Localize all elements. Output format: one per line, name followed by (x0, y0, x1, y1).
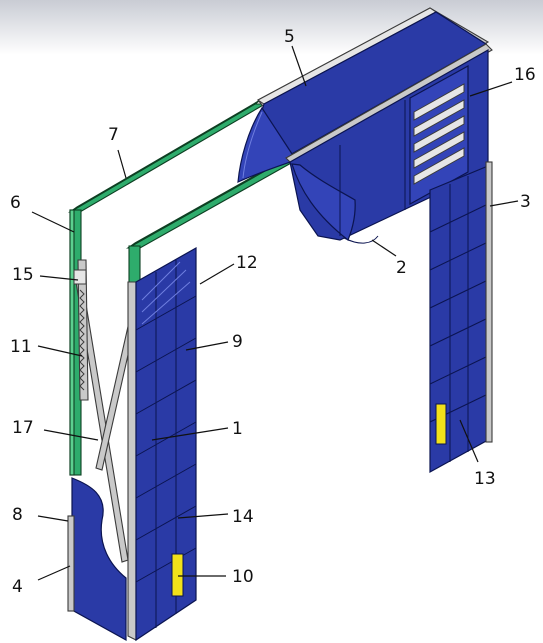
label-9: 9 (232, 332, 243, 352)
label-15: 15 (12, 265, 34, 285)
label-6: 6 (10, 193, 21, 213)
label-14: 14 (232, 507, 254, 527)
front-post (127, 246, 197, 642)
label-16: 16 (514, 65, 536, 85)
right-curtain (429, 161, 493, 474)
callout-labels: 5 16 3 2 7 6 12 15 11 9 17 1 8 14 10 4 1… (10, 27, 536, 597)
label-10: 10 (232, 567, 254, 587)
label-17: 17 (12, 418, 34, 438)
label-5: 5 (284, 27, 295, 47)
label-4: 4 (12, 577, 23, 597)
label-12: 12 (236, 253, 258, 273)
label-8: 8 (12, 505, 23, 525)
label-13: 13 (474, 469, 496, 489)
label-7: 7 (108, 125, 119, 145)
green-frame (67, 98, 303, 476)
label-3: 3 (520, 192, 531, 212)
label-2: 2 (396, 258, 407, 278)
label-1: 1 (232, 419, 243, 439)
leader-lines (31, 45, 519, 581)
left-curtain (67, 477, 127, 642)
label-11: 11 (10, 337, 32, 357)
